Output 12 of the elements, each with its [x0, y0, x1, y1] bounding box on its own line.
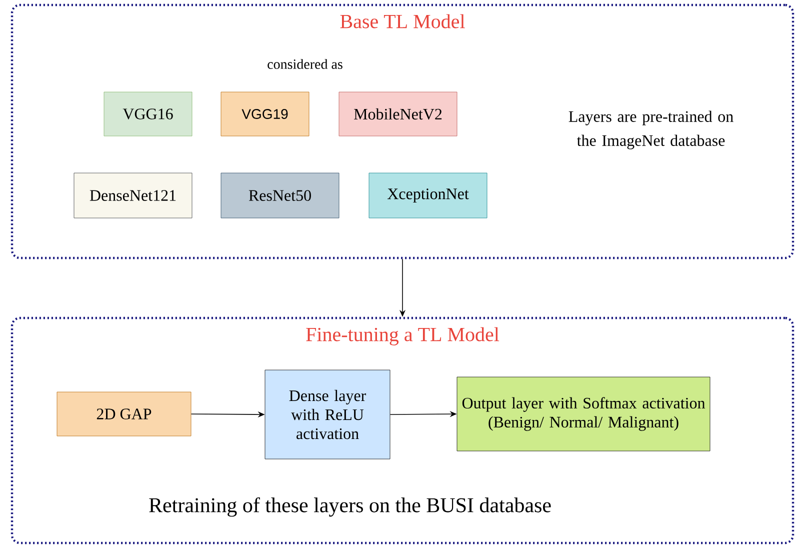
process-box: Output layer with Softmax activation (Benign/ Normal/ Malignant) [456, 376, 710, 452]
process-box: XceptionNet [368, 172, 488, 218]
process-box: MobileNetV2 [338, 92, 458, 136]
process-box: VGG19 [220, 92, 310, 136]
note-text: considered as [268, 59, 342, 69]
process-box: 2D GAP [56, 392, 192, 436]
note-text: Layers are pre-trained on the ImageNet database [568, 110, 734, 150]
process-box: ResNet50 [220, 172, 340, 218]
process-box: DenseNet121 [74, 172, 192, 218]
process-box: Dense layer with ReLU activation [264, 370, 390, 460]
process-box: VGG16 [104, 92, 192, 136]
note-text: Retraining of these layers on the BUSI database [149, 497, 551, 517]
